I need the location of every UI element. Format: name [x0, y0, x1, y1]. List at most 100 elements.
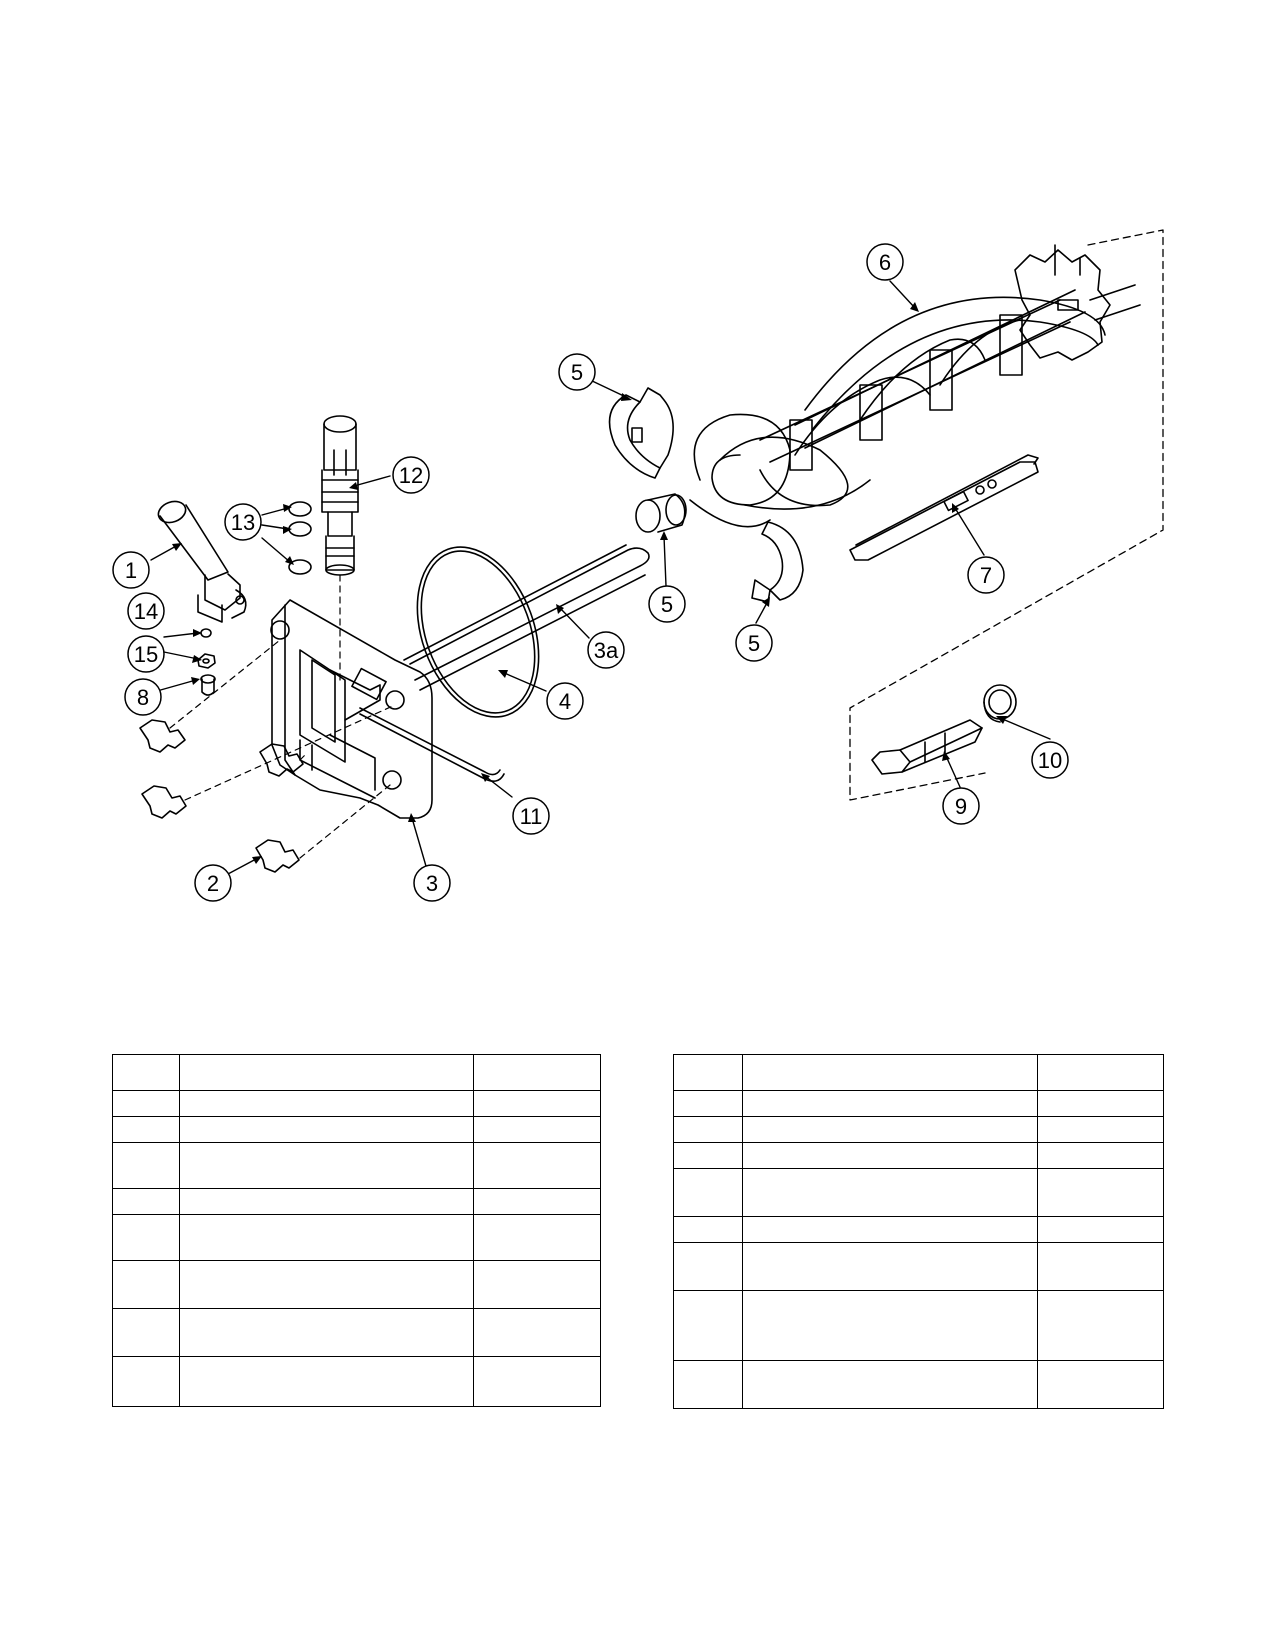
- leader-lines: [150, 280, 1051, 875]
- callout-15: 15: [127, 635, 165, 673]
- table-cell: [179, 1188, 474, 1215]
- table-cell: [673, 1168, 743, 1217]
- callout-3a: 3a: [587, 631, 625, 669]
- table-cell: [742, 1054, 1038, 1091]
- alignment-lines: [169, 574, 396, 859]
- table-cell: [473, 1090, 601, 1117]
- table-cell: [673, 1090, 743, 1117]
- bent-rod: [359, 707, 505, 782]
- table-row: [673, 1116, 1164, 1143]
- callout-label: 14: [134, 599, 158, 624]
- table-row: [673, 1216, 1164, 1243]
- callout-label: 13: [231, 510, 255, 535]
- callout-label: 5: [571, 360, 583, 385]
- callout-5-lower: 5: [735, 624, 773, 662]
- table-cell: [112, 1090, 180, 1117]
- table-cell: [473, 1116, 601, 1143]
- callout-13: 13: [224, 503, 262, 541]
- table-cell: [673, 1116, 743, 1143]
- evaporator-tube: [403, 544, 650, 691]
- scraper-blade-upper: [608, 387, 674, 479]
- exploded-parts-diagram: 1 2 3 3a 4 5 5 5: [112, 229, 1164, 902]
- table-cell: [673, 1054, 743, 1091]
- table-cell: [473, 1188, 601, 1215]
- table-row: [112, 1260, 601, 1309]
- callout-label: 5: [661, 592, 673, 617]
- callout-label: 10: [1038, 748, 1062, 773]
- table-cell: [179, 1090, 474, 1117]
- table-cell: [1037, 1168, 1164, 1217]
- callout-label: 5: [748, 631, 760, 656]
- door-knob-4: [255, 839, 300, 873]
- table-cell: [473, 1260, 601, 1309]
- pivot-pin: [200, 674, 216, 696]
- table-cell: [112, 1188, 180, 1215]
- callout-label: 8: [137, 685, 149, 710]
- callout-9: 9: [942, 787, 980, 825]
- table-cell: [1037, 1216, 1164, 1243]
- table-cell: [179, 1214, 474, 1261]
- callout-3: 3: [413, 864, 451, 902]
- callout-label: 12: [399, 463, 423, 488]
- table-cell: [1037, 1142, 1164, 1169]
- callout-label: 2: [207, 871, 219, 896]
- table-row: [673, 1142, 1164, 1169]
- table-cell: [673, 1216, 743, 1243]
- parts-table-right: [673, 1054, 1164, 1409]
- callout-1: 1: [112, 551, 150, 589]
- table-row: [112, 1116, 601, 1143]
- callout-12: 12: [392, 456, 430, 494]
- scraper-bar: [849, 454, 1039, 561]
- callout-5-upper: 5: [558, 353, 596, 391]
- table-cell: [473, 1308, 601, 1357]
- door-knob-3: [259, 743, 304, 777]
- draw-handle: [157, 500, 247, 623]
- callout-group: 1 2 3 3a 4 5 5 5: [112, 243, 1069, 902]
- table-row: [112, 1214, 601, 1261]
- callout-7: 7: [967, 556, 1005, 594]
- callout-label: 3: [426, 871, 438, 896]
- freezer-door: [270, 599, 433, 819]
- callout-label: 4: [559, 689, 571, 714]
- draw-valve: [321, 415, 359, 576]
- table-row: [112, 1356, 601, 1407]
- table-row: [112, 1188, 601, 1215]
- table-row: [112, 1142, 601, 1189]
- callout-label: 6: [879, 250, 891, 275]
- callout-label: 7: [980, 563, 992, 588]
- callout-4: 4: [546, 682, 584, 720]
- table-row: [673, 1242, 1164, 1291]
- table-cell: [112, 1116, 180, 1143]
- washer: [200, 628, 212, 638]
- table-cell: [112, 1054, 180, 1091]
- table-row: [673, 1090, 1164, 1117]
- leader-arrowheads: [172, 302, 1007, 864]
- callout-2: 2: [194, 864, 232, 902]
- table-cell: [742, 1290, 1038, 1361]
- table-cell: [112, 1214, 180, 1261]
- callout-14: 14: [127, 592, 165, 630]
- scraper-blade-lower: [751, 521, 804, 603]
- callout-label: 1: [125, 558, 137, 583]
- callout-11: 11: [512, 797, 550, 835]
- table-cell: [742, 1116, 1038, 1143]
- table-cell: [673, 1242, 743, 1291]
- table-cell: [1037, 1090, 1164, 1117]
- o-ring-gasket: [416, 546, 540, 718]
- callout-10: 10: [1031, 741, 1069, 779]
- callout-label: 11: [520, 804, 543, 829]
- table-row: [112, 1308, 601, 1357]
- callout-8: 8: [124, 678, 162, 716]
- table-header-row: [673, 1054, 1164, 1091]
- hex-nut: [197, 653, 216, 669]
- table-row: [112, 1090, 601, 1117]
- table-cell: [112, 1308, 180, 1357]
- table-cell: [473, 1214, 601, 1261]
- assembly-boundary: [849, 229, 1164, 801]
- table-cell: [179, 1142, 474, 1189]
- callout-6: 6: [866, 243, 904, 281]
- table-cell: [1037, 1360, 1164, 1409]
- callout-label: 15: [134, 642, 158, 667]
- table-cell: [473, 1356, 601, 1407]
- table-cell: [673, 1142, 743, 1169]
